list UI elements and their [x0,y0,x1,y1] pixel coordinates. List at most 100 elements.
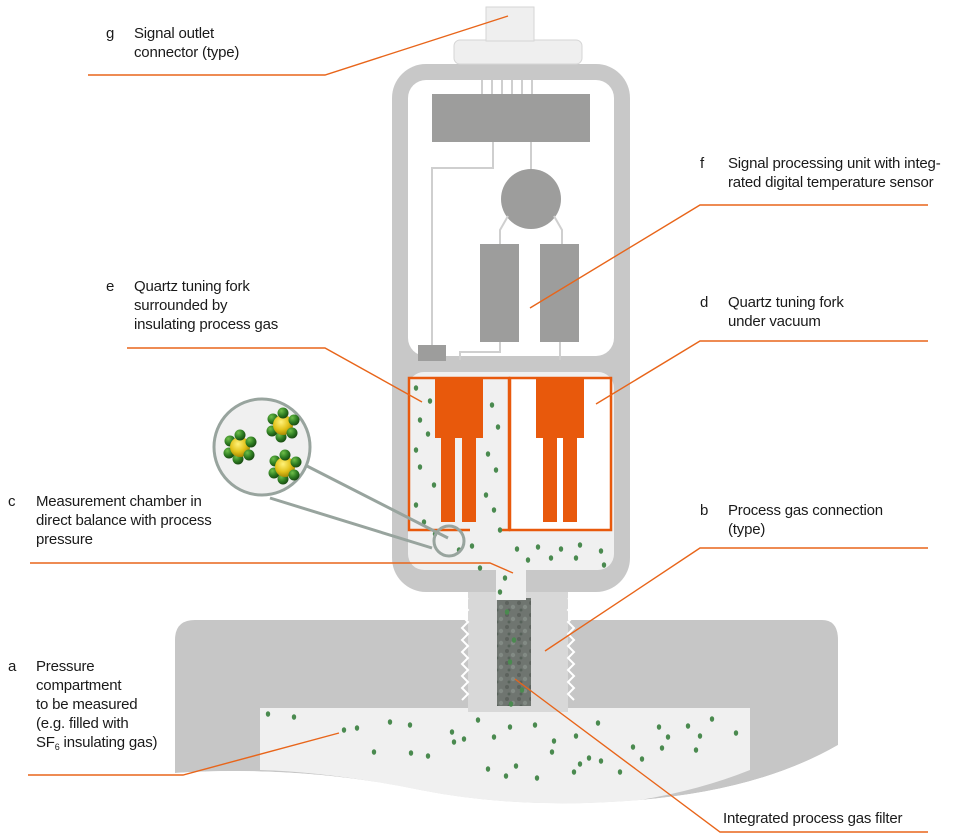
gas-dot [497,527,503,533]
pressure-compartment [260,708,750,804]
molecule-magnifier [212,397,466,558]
sf6-molecule-icon [268,449,302,485]
gas-dot [617,769,623,775]
gas-dot [586,755,592,761]
quartz-fork-gas [435,378,483,522]
label-g-text: Signal outlet connector (type) [134,25,240,61]
gas-dot [693,747,699,753]
gas-dot [469,543,475,549]
gas-dot [656,724,662,730]
gas-dot [511,637,517,643]
gas-dot [630,744,636,750]
leader-f [529,204,928,309]
gas-dot [502,575,508,581]
gas-dot [733,730,739,736]
gas-dot [573,733,579,739]
gas-dot [577,542,583,548]
label-c-text: Measurement chamber in direct balance wi… [36,493,212,548]
label-d-text: Quartz tuning fork under vacuum [728,294,844,330]
leader-g [88,15,509,76]
gas-dot [551,738,557,744]
label-e-text: Quartz tuning fork surrounded by insulat… [134,278,279,333]
label-b-text: Process gas connection (type) [728,502,883,538]
gas-dot [571,769,577,775]
leader-e [127,347,423,403]
gas-dot [709,716,715,722]
gas-dot [577,761,583,767]
gas-dot [697,733,703,739]
gas-dot [491,734,497,740]
gas-dot [461,736,467,742]
leader-a [28,732,340,776]
gas-dot [387,719,393,725]
gas-dot [535,544,541,550]
gas-dot [534,775,540,781]
gas-dot [413,447,419,453]
gas-dot [532,722,538,728]
gas-dot [573,555,579,561]
quartz-fork-vacuum [536,378,584,522]
gas-dot [265,711,271,717]
leader-b [544,547,928,652]
gas-dot [354,725,360,731]
gas-dot [413,502,419,508]
gas-dot [417,464,423,470]
gas-dot [425,431,431,437]
gas-dot [485,766,491,772]
gas-dot [507,724,513,730]
gas-dot [451,739,457,745]
gas-dot [475,717,481,723]
leader-lines [28,15,928,833]
gas-dot [421,519,427,525]
gas-dot [341,727,347,733]
gas-dot [431,482,437,488]
gas-dot [425,753,431,759]
gas-dot [598,758,604,764]
gas-dot [449,729,455,735]
gas-dot [514,546,520,552]
gas-dot [495,424,501,430]
gas-dot [601,562,607,568]
gas-dot [507,659,513,665]
gas-dot [477,565,483,571]
gas-dot [639,756,645,762]
gas-dot [489,402,495,408]
gas-dot [407,722,413,728]
gas-dot [413,385,419,391]
gas-dot [519,687,525,693]
sf6-molecule-icon [266,407,300,443]
signal-outlet-connector [453,6,583,65]
gas-dot [417,417,423,423]
gas-dot [291,714,297,720]
gas-dot [503,773,509,779]
gas-dot [665,734,671,740]
gas-dot [408,750,414,756]
label-a-text: Pressure compartment to be measured (e.g… [36,658,158,752]
gas-dot [371,749,377,755]
gas-dot [497,589,503,595]
leader-filter [514,678,928,833]
gas-dot [483,492,489,498]
sf6-molecule-icon [223,429,257,465]
gas-dot [525,557,531,563]
gas-dot [504,609,510,615]
gas-dot [491,507,497,513]
gas-dot [598,548,604,554]
label-f-text: Signal processing unit with integ- rated… [728,155,941,191]
gas-dot [548,555,554,561]
gas-dot [485,451,491,457]
gas-dot [549,749,555,755]
gas-dot [659,745,665,751]
gas-dot [513,763,519,769]
leader-d [595,340,928,405]
leader-c [30,562,514,574]
gas-dot [493,467,499,473]
gas-dot [595,720,601,726]
gas-molecule-dots [265,385,739,781]
signal-processing-unit [418,94,590,361]
gas-filter [497,598,531,706]
gas-dot [685,723,691,729]
gas-dot [508,701,514,707]
gas-dot [427,398,433,404]
